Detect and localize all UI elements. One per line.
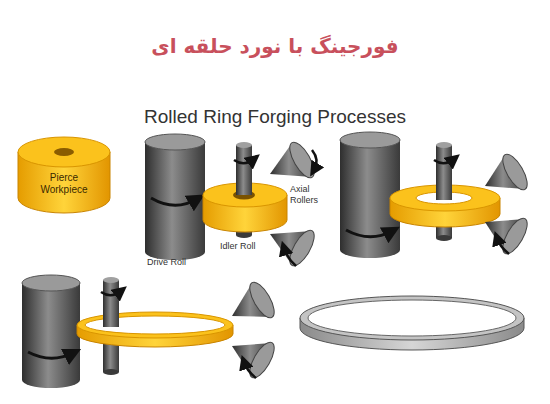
drive-roll xyxy=(346,230,392,237)
idler-roll xyxy=(436,235,452,241)
drive-roll xyxy=(22,275,80,388)
title-heading: فورجینگ با نورد حلقه ای xyxy=(0,34,550,58)
drive-roll xyxy=(145,134,205,260)
axial-roller xyxy=(497,238,509,254)
axial-roller xyxy=(284,248,296,266)
idler-roll xyxy=(103,277,119,283)
workpiece-shape xyxy=(54,148,74,156)
axial-roller xyxy=(232,279,279,382)
part-label: Axial Rollers xyxy=(290,184,330,206)
ring-thin xyxy=(77,312,233,347)
idler-roll xyxy=(101,291,121,295)
drive-roll xyxy=(145,134,205,150)
drive-roll xyxy=(151,198,197,205)
idler-roll xyxy=(234,159,254,163)
part-label: Idler Roll xyxy=(220,241,280,252)
finished-ring xyxy=(308,300,516,336)
drive-roll xyxy=(340,132,400,148)
axial-roller xyxy=(312,150,317,170)
drive-roll xyxy=(145,142,205,260)
axial-roller xyxy=(285,227,319,270)
workpiece-cylinder: Pierce Workpiece xyxy=(16,135,112,215)
idler-roll xyxy=(234,142,254,195)
drive-roll xyxy=(22,275,80,291)
drive-roll xyxy=(28,352,73,358)
idler-roll xyxy=(103,280,119,327)
part-label: Drive Roll xyxy=(147,257,207,268)
idler-roll xyxy=(236,145,252,195)
idler-roll xyxy=(103,369,119,375)
idler-roll xyxy=(436,142,452,148)
axial-roller xyxy=(485,151,532,258)
subtitle: Rolled Ring Forging Processes xyxy=(0,106,550,129)
idler-roll xyxy=(236,142,252,148)
node-text-holder: Pierce Workpiece xyxy=(33,172,95,195)
axial-roller xyxy=(245,279,279,322)
finished-ring xyxy=(300,296,524,350)
node-label: Pierce Workpiece xyxy=(33,172,95,195)
idler-roll xyxy=(434,142,454,200)
idler-roll xyxy=(436,145,452,200)
ring-thin xyxy=(77,312,233,338)
idler-roll xyxy=(434,159,454,163)
finished-ring xyxy=(300,296,524,340)
axial-roller xyxy=(244,362,256,378)
idler-roll xyxy=(101,277,121,327)
axial-roller xyxy=(245,339,279,382)
axial-roller xyxy=(498,151,532,194)
axial-roller xyxy=(498,215,532,258)
workpiece-shape xyxy=(18,137,110,167)
axial-roller xyxy=(285,139,319,182)
drive-roll xyxy=(22,283,80,388)
idler-roll xyxy=(236,232,252,238)
